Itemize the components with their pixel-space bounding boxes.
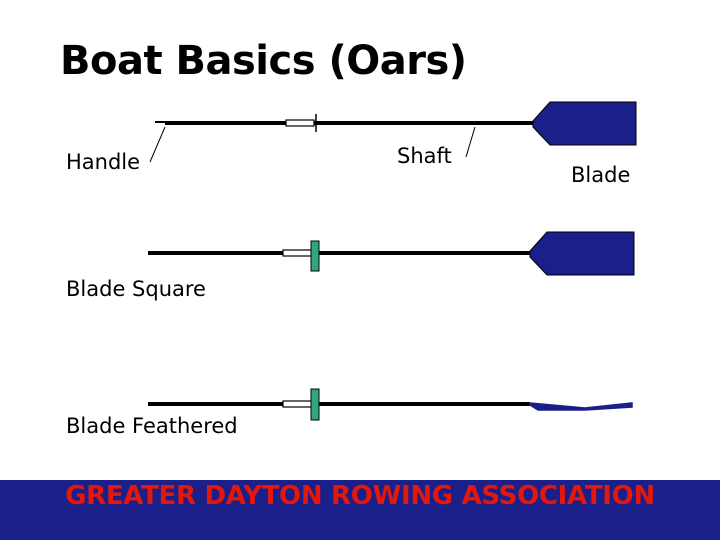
footer-banner bbox=[0, 480, 720, 540]
oar-sleeve bbox=[285, 119, 315, 127]
shaft-label: Shaft bbox=[397, 144, 452, 168]
footer-text: GREATER DAYTON ROWING ASSOCIATION bbox=[65, 481, 655, 511]
oar-button bbox=[310, 388, 320, 421]
oar-diagram bbox=[148, 101, 637, 421]
oar-anatomy bbox=[149, 101, 637, 163]
oar-sleeve bbox=[282, 400, 314, 408]
handle-label: Handle bbox=[66, 150, 141, 174]
oar-blade-feathered bbox=[529, 402, 633, 411]
blade-square-label: Blade Square bbox=[66, 277, 206, 301]
page-title: Boat Basics (Oars) bbox=[60, 38, 467, 84]
oar-feathered bbox=[148, 388, 633, 421]
oar-sleeve bbox=[282, 249, 314, 257]
blade-feathered-label: Blade Feathered bbox=[66, 414, 238, 438]
shaft-pointer bbox=[465, 126, 476, 158]
handle-pointer bbox=[149, 126, 166, 163]
oar-square bbox=[148, 231, 635, 276]
oar-blade bbox=[532, 101, 637, 146]
oar-blade-square bbox=[529, 231, 635, 276]
blade-label: Blade bbox=[571, 163, 631, 187]
oar-button bbox=[310, 240, 320, 272]
